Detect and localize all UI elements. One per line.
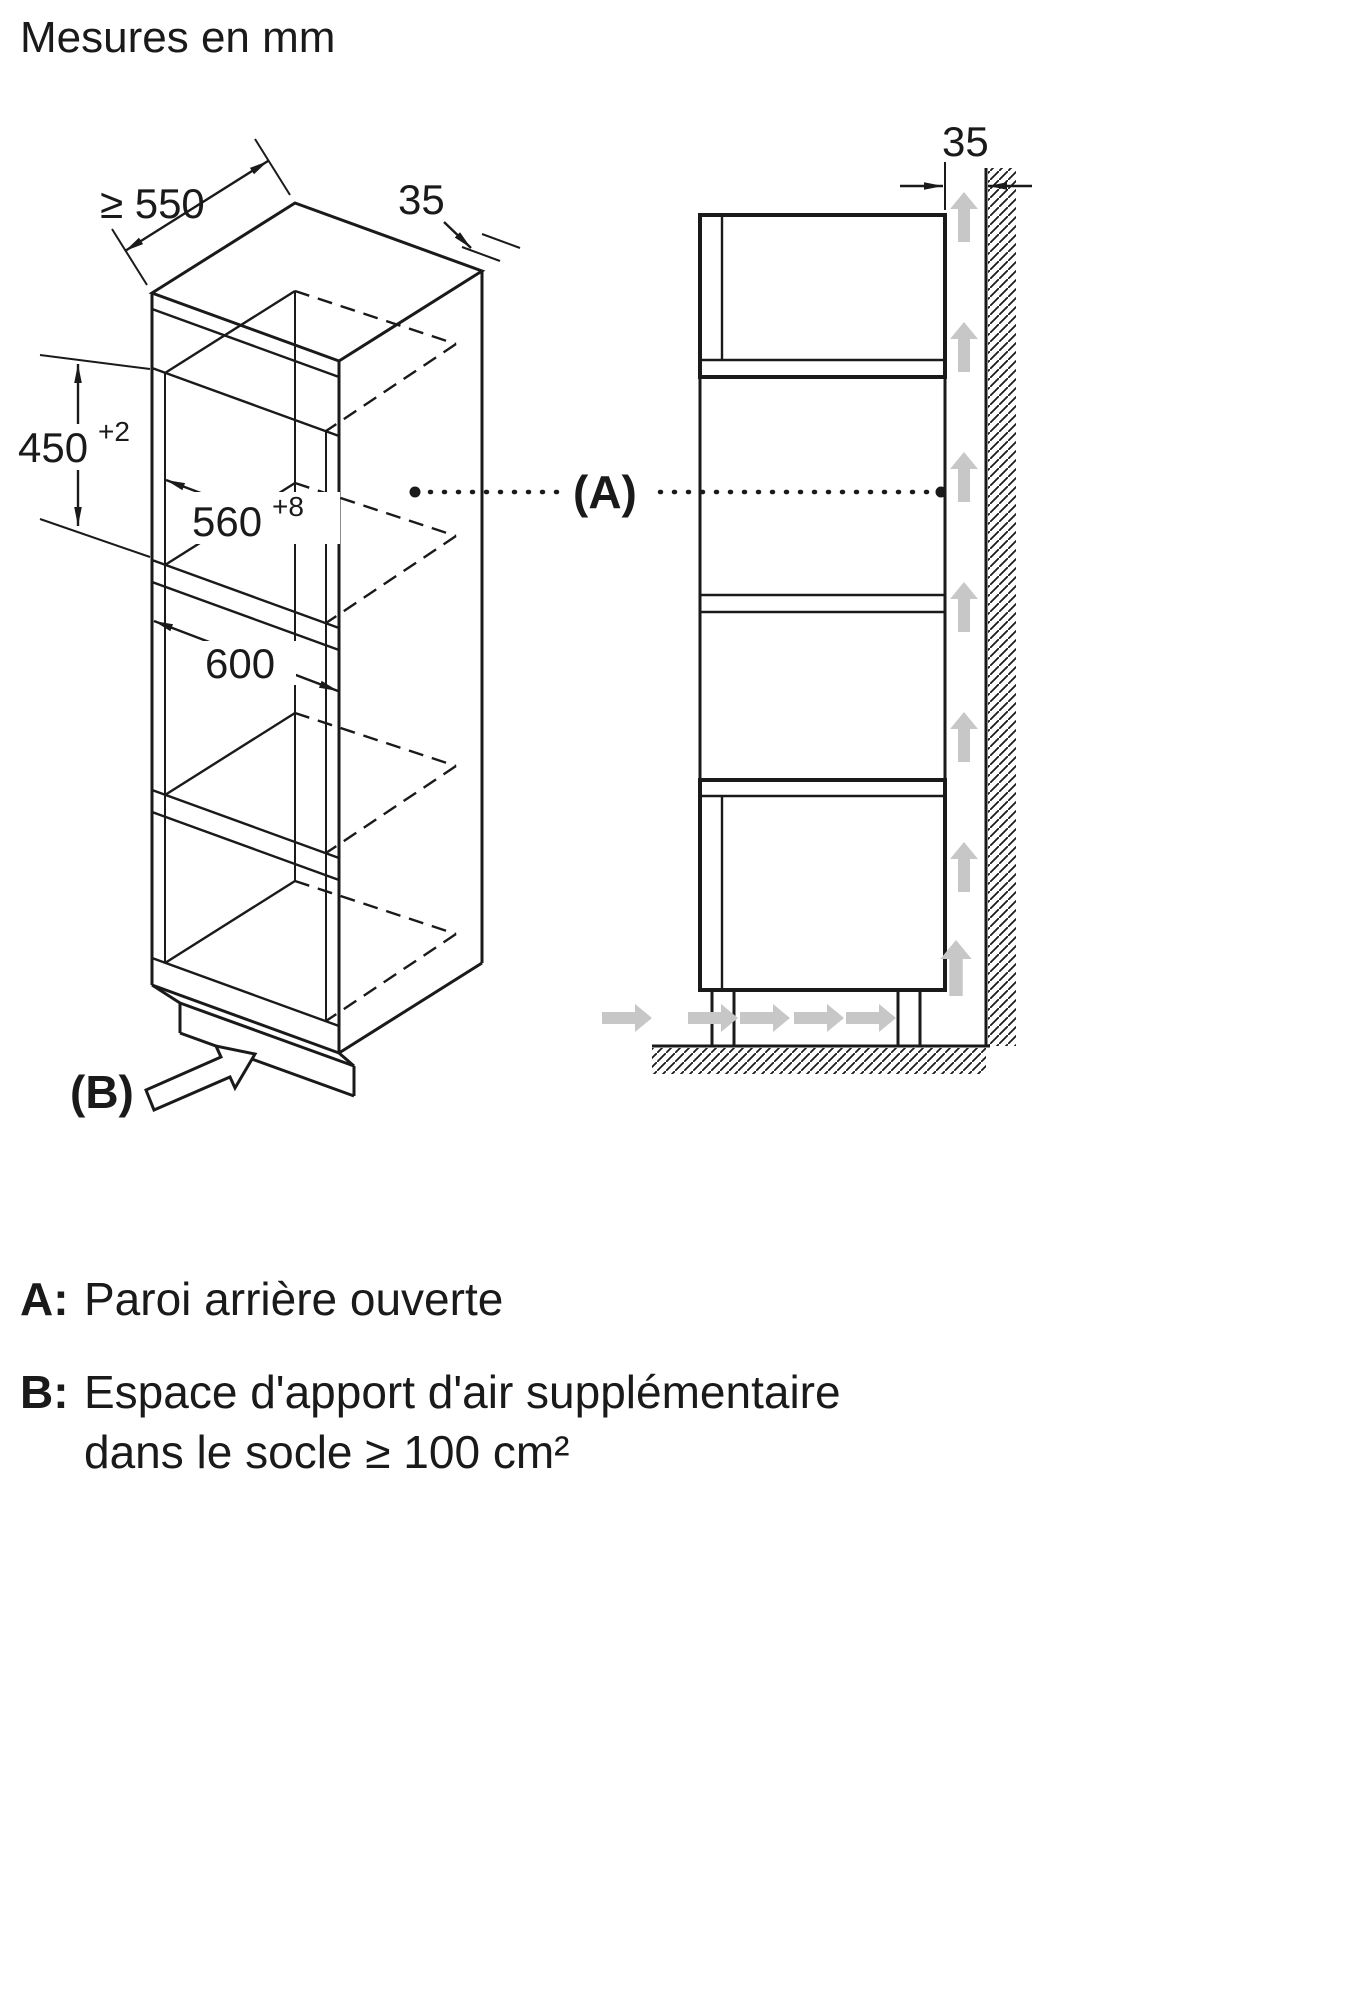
marker-a-dot-left [409, 486, 421, 498]
dim-top-gap-label: 35 [398, 176, 445, 223]
dimension-top-gap-35: 35 [398, 176, 521, 262]
plinth [151, 983, 356, 1098]
lower-compartment [698, 778, 947, 992]
rear-wall-marker: (A) [409, 466, 947, 518]
shelf-front-edges [151, 307, 340, 1028]
dim-depth-label: ≥ 550 [100, 180, 205, 227]
side-section-view [652, 168, 1016, 1074]
legend-b-text-line1: Espace d'apport d'air supplémentaire [84, 1366, 841, 1418]
dim-niche-width-label: 560 [192, 498, 262, 545]
air-inlet-arrow [144, 1043, 258, 1112]
dim-height-tolerance: +2 [98, 416, 130, 447]
page-title: Mesures en mm [20, 13, 335, 62]
dimension-depth-550: ≥ 550 [100, 138, 291, 286]
dim-width-label: 600 [205, 640, 275, 687]
hidden-rear-edges [294, 289, 457, 1022]
legend-b-key: B: [20, 1366, 69, 1418]
floor-hatching [652, 1048, 986, 1074]
dim-height-label: 450 [18, 424, 88, 471]
dim-wall-gap-label: 35 [942, 118, 989, 165]
legend-a-key: A: [20, 1273, 69, 1325]
dimension-niche-height-450: 450 +2 [18, 354, 151, 558]
dimension-width-600: 600 [153, 619, 339, 693]
legend-b-text-line2: dans le socle ≥ 100 cm² [84, 1426, 569, 1478]
dimension-wall-gap-35: 35 [900, 118, 1032, 210]
top-niche [698, 213, 947, 379]
marker-b: (B) [70, 1043, 258, 1118]
marker-a-label: (A) [573, 466, 637, 518]
legend-a-text: Paroi arrière ouverte [84, 1273, 503, 1325]
marker-a-dot-right [935, 486, 947, 498]
marker-b-label: (B) [70, 1066, 134, 1118]
dim-niche-width-tolerance: +8 [272, 491, 304, 522]
wall-hatching [988, 168, 1016, 1046]
dimension-niche-width-560: 560 +8 [165, 478, 340, 545]
legend: A: Paroi arrière ouverte B: Espace d'app… [20, 1273, 841, 1478]
